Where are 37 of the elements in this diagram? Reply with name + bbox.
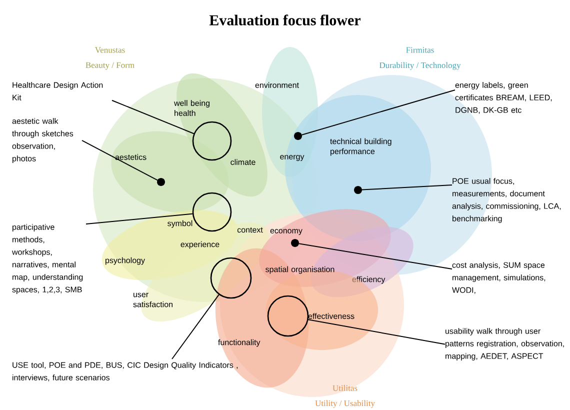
focus-circle <box>192 192 232 232</box>
annotation-text: USE tool, POE and PDE, BUS, CIC Design Quality Indicators , interviews, future scenarios <box>12 362 238 382</box>
leader-line <box>307 319 446 345</box>
leader-line <box>362 184 452 190</box>
focus-circle <box>267 295 309 337</box>
annotation-text: Healthcare Design Action Kit <box>12 82 103 100</box>
petal-label: context <box>237 227 263 233</box>
node-label: Firmitas <box>406 47 434 53</box>
leader-line <box>82 140 158 181</box>
annotation-text: usability walk through user patterns registration, observation, mapping, AEDET, ASPECT <box>446 328 564 360</box>
target-dot <box>354 186 362 194</box>
leader-line <box>298 243 452 270</box>
annotation-text: aestetic walk through sketches observation, photos <box>12 118 74 163</box>
annotation-text: participative methods, workshops, narratives, mental map, understanding spaces, 1,2,3, SMB <box>12 224 83 294</box>
target-dot <box>157 178 165 186</box>
node-label: Durability / Technology <box>379 62 461 70</box>
target-dot <box>294 132 302 140</box>
leader-line <box>86 213 194 224</box>
petal-label: symbol <box>168 220 192 228</box>
petal-label: climate <box>230 159 256 165</box>
target-dot <box>291 239 299 247</box>
title: Evaluation focus flower <box>209 14 361 26</box>
annotation-text: POE usual focus, measurements, document analysis, commissioning, LCA, benchmarking <box>452 178 561 223</box>
petal-label: experience <box>180 241 220 249</box>
focus-circle <box>192 121 232 161</box>
leader-line <box>301 90 456 136</box>
annotation-text: energy labels, green certificates BREAM, LEED, DGNB, DK-GB etc <box>455 82 552 114</box>
petal-label: energy <box>280 155 304 161</box>
node-label: Venustas <box>94 47 125 53</box>
focus-circle <box>210 257 252 299</box>
annotation-text: cost analysis, SUM space management, simulations, WODI, <box>452 262 546 294</box>
node-label: Beauty / Form <box>86 62 134 70</box>
leader-line <box>112 100 195 134</box>
petal: aestetics <box>111 131 229 213</box>
node-label: user satisfaction <box>133 292 173 308</box>
node-label: Utility / Usability <box>315 400 375 408</box>
leader-line <box>172 294 220 360</box>
